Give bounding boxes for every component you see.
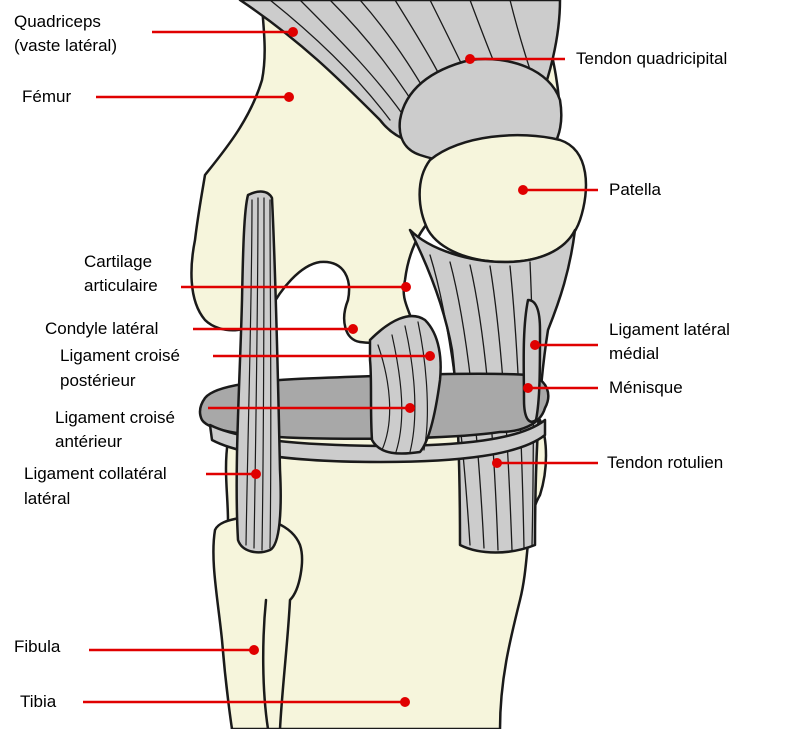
label-quadriceps-line1: Quadriceps: [14, 12, 101, 31]
label-cartilage-line2: articulaire: [84, 276, 158, 295]
leader-condyle: [193, 324, 358, 334]
label-cartilage-line1: Cartilage: [84, 252, 153, 271]
label-menisque: Ménisque: [609, 378, 683, 397]
lateral-collateral-ligament-shape: [235, 190, 282, 554]
leader-llm: [530, 340, 598, 350]
leader-femur: [96, 92, 294, 102]
label-patella: Patella: [609, 180, 661, 199]
leader-cartilage: [181, 282, 411, 292]
label-lca-line2: antérieur: [55, 432, 123, 451]
leader-lines: [83, 27, 598, 707]
label-tendon-quadricipital: Tendon quadricipital: [576, 49, 728, 68]
label-quadriceps-line2: (vaste latéral): [14, 36, 117, 55]
leader-tendon-rot: [492, 458, 598, 468]
leader-tendon-quad: [465, 54, 565, 64]
label-llm-line2: médial: [609, 344, 660, 363]
label-lcl-line2: latéral: [24, 489, 71, 508]
patella-shape: [418, 133, 588, 264]
label-lca-line1: Ligament croisé: [55, 408, 176, 427]
label-femur: Fémur: [22, 87, 72, 106]
leader-quadriceps: [152, 27, 298, 37]
leader-tibia: [83, 697, 410, 707]
medial-collateral-ligament-shape: [522, 298, 542, 424]
leader-lcp: [213, 351, 435, 361]
label-fibula: Fibula: [14, 637, 61, 656]
label-lcp-line2: postérieur: [60, 371, 136, 390]
fibula-head-line: [261, 598, 270, 729]
leader-lca: [208, 403, 415, 413]
leader-patella: [518, 185, 598, 195]
leader-menisque: [523, 383, 598, 393]
leader-fibula: [89, 645, 259, 655]
label-llm-line1: Ligament latéral: [609, 320, 730, 339]
label-tibia: Tibia: [20, 692, 57, 711]
label-tendon-rotulien: Tendon rotulien: [607, 453, 724, 472]
label-condyle: Condyle latéral: [45, 319, 159, 338]
label-lcl-line1: Ligament collatéral: [24, 464, 167, 483]
lateral-collateral-ligament-fibers: [245, 197, 272, 551]
leader-lcl: [206, 469, 261, 479]
cruciate-ligaments-shape: [368, 314, 442, 455]
meniscus-lower-edge: [208, 418, 547, 464]
label-lcp-line1: Ligament croisé: [60, 346, 181, 365]
